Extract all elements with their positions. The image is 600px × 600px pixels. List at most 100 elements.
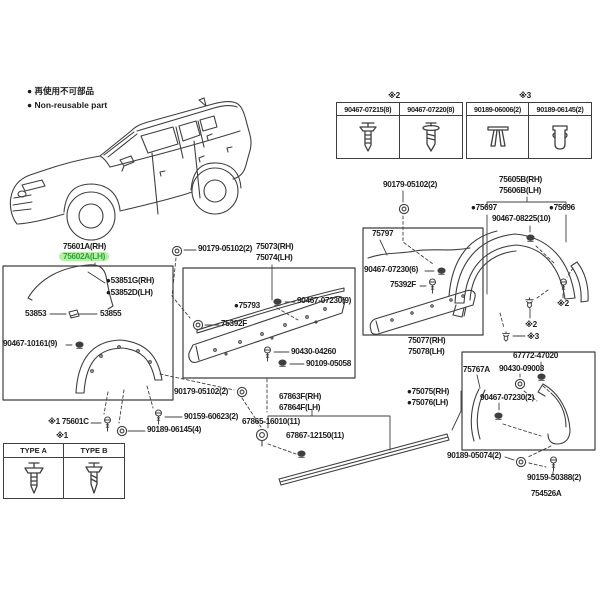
part-label-53852d[interactable]: ●53852D(LH) <box>106 288 153 297</box>
push-clip-type-a-icon <box>4 457 64 498</box>
dark-clip-icon <box>493 411 504 420</box>
part-label-90179-05102-mid[interactable]: 90179-05102(2) <box>198 244 253 253</box>
clip-type-header[interactable]: TYPE A <box>4 444 64 458</box>
group-boxes <box>2 227 596 451</box>
legend-non-reusable-en: ● Non-reusable part <box>27 100 108 110</box>
grommet-clip-icon <box>171 245 183 257</box>
part-label-90430-04260[interactable]: 90430-04260 <box>291 347 336 356</box>
screw-icon <box>103 416 112 432</box>
push-rivet-clip-icon <box>337 116 400 159</box>
part-label-75077-rh[interactable]: 75077(RH) <box>408 336 446 345</box>
part-label-90179-05102-right[interactable]: 90179-05102(2) <box>383 180 438 189</box>
part-label-75697[interactable]: ●75697 <box>471 203 497 212</box>
part-label-75602a-lh-highlighted[interactable]: 75602A(LH) <box>59 252 110 262</box>
dark-clip-icon <box>74 340 85 349</box>
dark-clip-icon <box>296 449 307 458</box>
part-label-67863f-rh[interactable]: 67863F(RH) <box>279 392 322 401</box>
legend-non-reusable-jp: ● 再使用不可部品 <box>27 86 94 96</box>
part-label-75696[interactable]: ●75696 <box>549 203 575 212</box>
two-prong-clip-icon <box>467 116 529 159</box>
body-side-moulding-art <box>188 287 346 363</box>
part-label-75076-lh[interactable]: ●75076(LH) <box>407 398 449 407</box>
expansion-rivet-clip-icon <box>400 116 463 158</box>
part-label-90467-07230-9[interactable]: 90467-07230(9) <box>297 296 352 305</box>
part-label-90159-50388[interactable]: 90159-50388(2) <box>527 473 582 482</box>
part-label-67772-47020[interactable]: 67772-47020 <box>513 351 558 360</box>
part-label-75797[interactable]: 75797 <box>372 229 394 238</box>
window-moulding-art <box>27 264 163 394</box>
part-label-75075-rh[interactable]: ●75075(RH) <box>407 387 449 396</box>
table-tag-1: ※1 <box>56 431 68 440</box>
part-label-90159-60623[interactable]: 90159-60623(2) <box>184 412 239 421</box>
clip-part-number[interactable]: 90189-06006(2) <box>467 103 529 117</box>
part-label-90467-10161[interactable]: 90467-10161(9) <box>3 339 58 348</box>
clip-type-header[interactable]: TYPE B <box>64 444 124 458</box>
part-label-53855[interactable]: 53855 <box>100 309 122 318</box>
screw-icon <box>428 278 437 294</box>
side-view-clip-icon <box>525 297 534 309</box>
part-label-75073-rh[interactable]: 75073(RH) <box>256 242 294 251</box>
part-label-90467-07230-6[interactable]: 90467-07230(6) <box>364 265 419 274</box>
grommet-clip-icon <box>236 386 248 398</box>
dark-clip-icon <box>272 297 283 306</box>
grommet-clip-icon <box>192 319 204 331</box>
grommet-clip-icon <box>116 425 128 437</box>
part-label-90467-07230-2[interactable]: 90467-07230(2) <box>480 393 535 402</box>
dark-clip-icon <box>277 358 288 367</box>
clip-table-ref1: TYPE A TYPE B <box>3 443 125 499</box>
circled-screw-icon <box>255 428 269 447</box>
part-label-67865-16010[interactable]: 67865-16010(11) <box>242 417 300 426</box>
dark-clip-icon <box>536 372 547 381</box>
part-label-53853[interactable]: 53853 <box>25 309 47 318</box>
clip-table-ref2: 90467-07215(8) 90467-07220(8) <box>336 102 463 160</box>
part-label-90189-05074[interactable]: 90189-05074(2) <box>447 451 502 460</box>
grommet-clip-icon <box>514 378 526 390</box>
clip-part-number[interactable]: 90467-07215(8) <box>337 103 400 117</box>
grommet-clip-icon <box>398 203 410 215</box>
part-label-75392f-mid[interactable]: 75392F <box>221 319 247 328</box>
part-label-75601c[interactable]: ※1 75601C <box>48 417 89 426</box>
part-label-75767a[interactable]: 75767A <box>463 365 490 374</box>
clip-part-number[interactable]: 90467-07220(8) <box>399 103 462 117</box>
part-label-75392f-right[interactable]: 75392F <box>390 280 416 289</box>
table-tag-3: ※3 <box>519 91 531 100</box>
box-grommet-clip-icon <box>529 116 591 158</box>
part-label-75793[interactable]: ●75793 <box>234 301 260 310</box>
part-label-75078-lh[interactable]: 75078(LH) <box>408 347 445 356</box>
table-tag-2: ※2 <box>388 91 400 100</box>
rocker-moulding-art <box>278 433 450 486</box>
dark-clip-icon <box>436 266 447 275</box>
dashed-leader-lines <box>103 215 574 468</box>
part-label-75074-lh[interactable]: 75074(LH) <box>256 253 293 262</box>
screw-icon <box>549 456 558 472</box>
ref-mark-3a: ※3 <box>527 332 539 341</box>
part-label-90189-06145[interactable]: 90189-06145(4) <box>147 425 202 434</box>
side-view-clip-icon <box>502 331 510 342</box>
quarter-moulding-art <box>470 383 571 445</box>
vehicle-sketch <box>9 97 252 241</box>
clip-part-number[interactable]: 90189-06145(2) <box>529 103 591 117</box>
grommet-clip-icon <box>515 456 527 468</box>
dark-clip-icon <box>525 233 536 242</box>
part-label-67867-12150[interactable]: 67867-12150(11) <box>286 431 344 440</box>
clip-table-ref3: 90189-06006(2) 90189-06145(2) <box>466 102 592 160</box>
screw-icon <box>559 278 568 294</box>
part-label-90179-05102-left[interactable]: 90179-05102(2) <box>174 387 229 396</box>
part-label-53851g[interactable]: ●53851G(RH) <box>106 276 155 285</box>
screw-icon <box>154 409 163 425</box>
part-label-67864f-lh[interactable]: 67864F(LH) <box>279 403 321 412</box>
part-label-90430-09003[interactable]: 90430-09003 <box>499 364 544 373</box>
part-label-75605b-rh[interactable]: 75605B(RH) <box>499 175 542 184</box>
part-label-90109-05058[interactable]: 90109-05058 <box>306 359 351 368</box>
part-label-75601a-rh[interactable]: 75601A(RH) <box>63 242 106 251</box>
leader-lines <box>49 190 567 476</box>
part-label-90467-08225[interactable]: 90467-08225(10) <box>492 214 551 223</box>
rear-door-moulding-art <box>367 247 476 335</box>
push-clip-type-b-icon <box>64 458 124 498</box>
screw-icon <box>263 346 272 362</box>
part-label-75606b-lh[interactable]: 75606B(LH) <box>499 186 542 195</box>
ref-mark-2b: ※2 <box>525 320 537 329</box>
ref-mark-2a: ※2 <box>557 299 569 308</box>
